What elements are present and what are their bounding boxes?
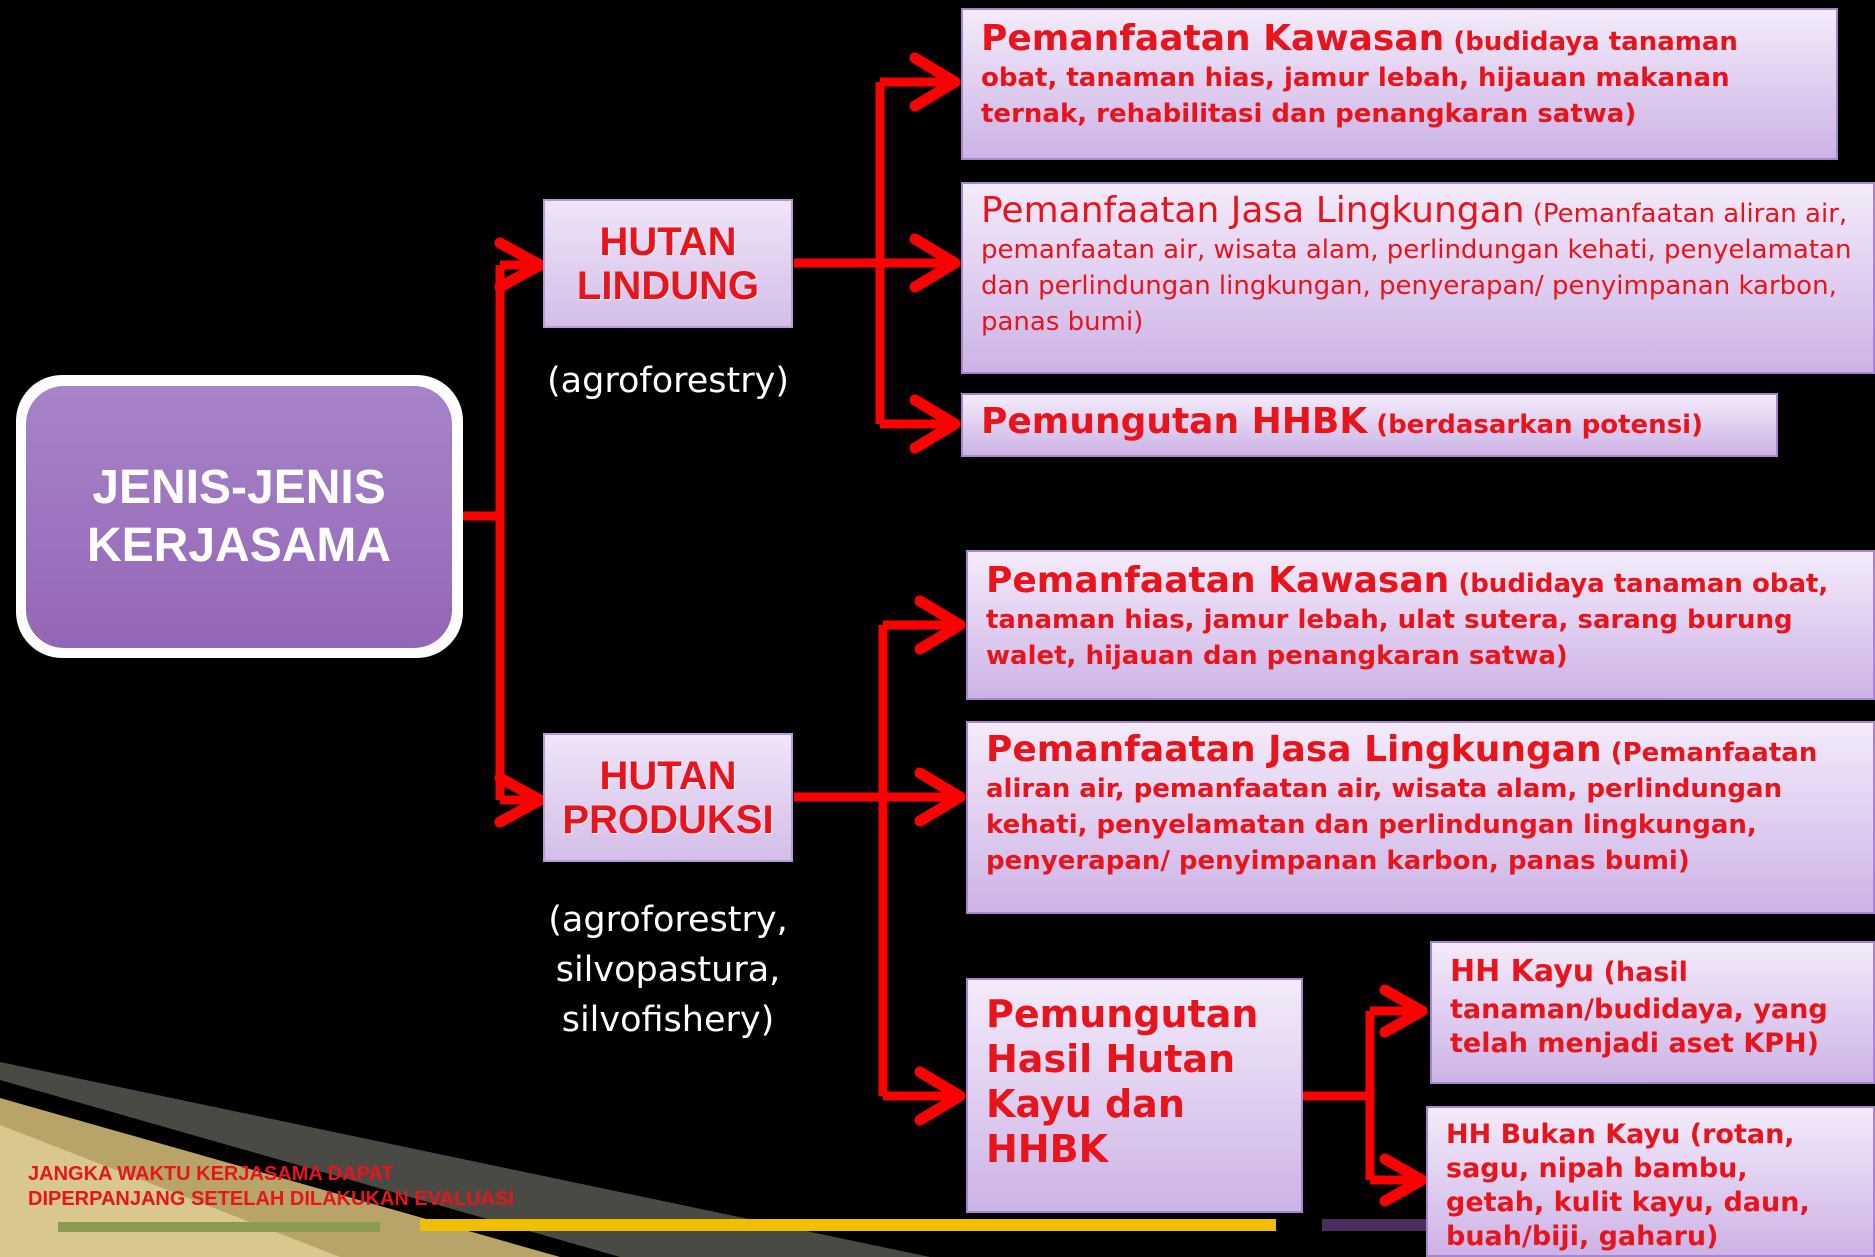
box-title: Pemungutan Hasil Hutan Kayu dan HHBK xyxy=(986,992,1259,1171)
lindung-box-kawasan: Pemanfaatan Kawasan (budidaya tanaman ob… xyxy=(961,8,1838,160)
category-note-produksi: (agroforestry, silvopastura, silvofisher… xyxy=(548,900,788,1040)
footer-note: JANGKA WAKTU KERJASAMA DAPAT DIPERPANJAN… xyxy=(28,1163,514,1210)
produksi-box-jasa-lingkungan: Pemanfaatan Jasa Lingkungan (Pemanfaatan… xyxy=(966,721,1875,914)
root-label: JENIS-JENIS KERJASAMA xyxy=(86,461,392,572)
produksi-box-kawasan: Pemanfaatan Kawasan (budidaya tanaman ob… xyxy=(966,550,1875,700)
arrowhead-hasil-2 xyxy=(1379,1153,1428,1207)
hasil-box-hh-bukan-kayu: HH Bukan Kayu (rotan, sagu, nipah bambu,… xyxy=(1426,1106,1875,1257)
root-node: JENIS-JENIS KERJASAMA xyxy=(26,386,452,648)
box-title: HH Bukan Kayu xyxy=(1446,1119,1681,1150)
category-label: HUTAN LINDUNG xyxy=(576,219,760,308)
arrowhead-hasil-1 xyxy=(1379,984,1428,1038)
produksi-box-pemungutan: Pemungutan Hasil Hutan Kayu dan HHBK xyxy=(966,978,1303,1213)
box-title: Pemanfaatan Kawasan xyxy=(986,560,1450,601)
decor-stripe-gray xyxy=(0,1062,930,1257)
box-title: Pemanfaatan Jasa Lingkungan xyxy=(986,729,1602,770)
box-detail: (Pemanfaatan aliran air, pemanfaatan air… xyxy=(986,738,1818,876)
lindung-box-jasa-lingkungan: Pemanfaatan Jasa Lingkungan (Pemanfaatan… xyxy=(961,182,1875,374)
arrowhead-produksi-3 xyxy=(914,1066,966,1126)
hasil-box-hh-kayu: HH Kayu (hasil tanaman/budidaya, yang te… xyxy=(1430,941,1875,1084)
decor-bar-green xyxy=(58,1222,380,1232)
arrowhead-lindung xyxy=(494,237,546,293)
category-hutan-lindung: HUTAN LINDUNG xyxy=(543,199,793,328)
box-detail: (hasil tanaman/budidaya, yang telah menj… xyxy=(1450,957,1828,1059)
decor-bar-yellow xyxy=(420,1219,1276,1231)
arrowhead-produksi-1 xyxy=(914,595,966,655)
box-title: Pemanfaatan Jasa Lingkungan xyxy=(981,190,1525,231)
decor-bar-purple xyxy=(1322,1219,1432,1231)
box-title: Pemungutan HHBK xyxy=(981,401,1368,442)
arrowhead-produksi xyxy=(494,772,546,828)
box-title: HH Kayu xyxy=(1450,954,1595,989)
box-detail: (berdasarkan potensi) xyxy=(1376,410,1703,440)
arrowhead-lindung-3 xyxy=(909,394,961,454)
box-detail: (budidaya tanaman obat, tanaman hias, ja… xyxy=(986,569,1829,671)
box-detail: (rotan, sagu, nipah bambu, getah, kulit … xyxy=(1446,1119,1810,1252)
lindung-box-hhbk: Pemungutan HHBK (berdasarkan potensi) xyxy=(961,393,1778,457)
box-detail: (Pemanfaatan aliran air, pemanfaatan air… xyxy=(981,199,1852,337)
arrowhead-produksi-2 xyxy=(914,767,966,827)
category-label: HUTAN PRODUKSI xyxy=(562,753,774,842)
category-note-lindung: (agroforestry) xyxy=(547,361,789,401)
category-hutan-produksi: HUTAN PRODUKSI xyxy=(543,733,793,862)
arrowhead-lindung-1 xyxy=(909,52,961,112)
arrowhead-lindung-2 xyxy=(909,233,961,293)
box-detail: (budidaya tanaman obat, tanaman hias, ja… xyxy=(981,27,1738,129)
box-title: Pemanfaatan Kawasan xyxy=(981,18,1445,59)
